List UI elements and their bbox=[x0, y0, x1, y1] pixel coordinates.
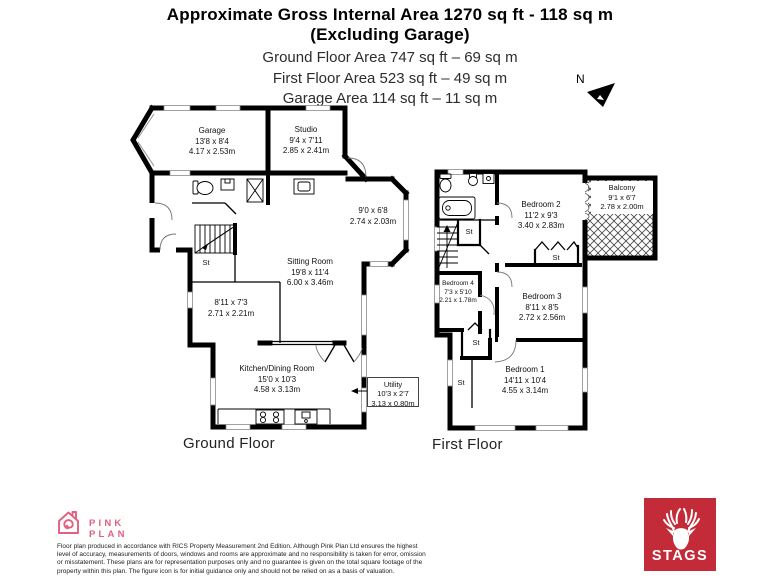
store-b-name: St bbox=[552, 253, 560, 262]
garage-area-text: Garage Area 114 sq ft – 11 sq m bbox=[282, 90, 498, 107]
north-label: N bbox=[576, 72, 585, 86]
room-label-bedroom2: Bedroom 2 11'2 x 9'3 3.40 x 2.83m bbox=[518, 200, 564, 232]
page-title-line1: Approximate Gross Internal Area 1270 sq … bbox=[166, 5, 614, 24]
bedroom1-dims-m: 4.55 x 3.14m bbox=[501, 386, 549, 395]
bedroom4-dims-ft: 7'3 x 5'10 bbox=[444, 288, 472, 296]
bedroom4-name: Bedroom 4 bbox=[442, 280, 474, 287]
room-label-bedroom3: Bedroom 3 8'11 x 8'5 2.72 x 2.56m bbox=[519, 292, 565, 324]
bedroom2-dims-m: 3.40 x 2.83m bbox=[517, 221, 565, 230]
north-arrow: N bbox=[570, 70, 620, 112]
page-title-line2: (Excluding Garage) bbox=[310, 25, 470, 44]
store-ground-name: St bbox=[202, 258, 210, 267]
sitting-room-dims-ft: 19'8 x 11'4 bbox=[291, 267, 329, 277]
room-label-kitchen: Kitchen/Dining Room 15'0 x 10'3 4.58 x 3… bbox=[239, 364, 314, 396]
ground-floor-drawing bbox=[130, 104, 410, 430]
room-label-garage: Garage 13'8 x 8'4 4.17 x 2.53m bbox=[189, 126, 235, 158]
kitchen-dims-ft: 15'0 x 10'3 bbox=[257, 374, 297, 384]
stags-brand-text: STAGS bbox=[651, 548, 709, 564]
bay-room-dims-m: 2.74 x 2.03m bbox=[349, 216, 397, 226]
room-label-balcony: Balcony 9'1 x 6'7 2.78 x 2.00m bbox=[598, 183, 646, 212]
bedroom1-name: Bedroom 1 bbox=[505, 365, 545, 374]
bedroom2-name: Bedroom 2 bbox=[521, 200, 561, 209]
store-c-name: St bbox=[472, 338, 480, 347]
studio-name: Studio bbox=[294, 125, 318, 134]
balcony-dims-m: 2.78 x 2.00m bbox=[600, 202, 644, 211]
ground-floor-plan: Garage 13'8 x 8'4 4.17 x 2.53m Studio 9'… bbox=[130, 100, 510, 450]
room-label-bedroom4: Bedroom 4 7'3 x 5'10 2.21 x 1.78m bbox=[439, 280, 477, 306]
room-label-bay-room: 9'0 x 6'8 2.74 x 2.03m bbox=[350, 206, 396, 227]
balcony-dims-ft: 9'1 x 6'7 bbox=[608, 192, 636, 202]
room-label-studio: Studio 9'4 x 7'11 2.85 x 2.41m bbox=[283, 125, 329, 157]
room-label-store-d: St bbox=[457, 378, 464, 389]
balcony-name: Balcony bbox=[608, 183, 636, 192]
room-label-store-c: St bbox=[472, 338, 479, 349]
utility-dims-ft: 10'3 x 2'7 bbox=[377, 389, 409, 399]
disclaimer-line2: level of accuracy, measurements of doors… bbox=[57, 551, 426, 559]
stags-logo: STAGS bbox=[644, 498, 716, 571]
side-room-dims-m: 2.71 x 2.21m bbox=[207, 308, 255, 318]
disclaimer-line3: or misstatement. These plans are for rep… bbox=[57, 559, 423, 567]
header: Approximate Gross Internal Area 1270 sq … bbox=[0, 5, 768, 110]
first-floor-plan: Bedroom 2 11'2 x 9'3 3.40 x 2.83m Balcon… bbox=[430, 165, 665, 440]
room-label-side-room: 8'11 x 7'3 2.71 x 2.21m bbox=[208, 298, 254, 319]
garage-name: Garage bbox=[198, 126, 226, 135]
store-a-name: St bbox=[465, 227, 473, 236]
pink-plan-logo: PINK PLAN bbox=[55, 508, 125, 540]
garage-dims-ft: 13'8 x 8'4 bbox=[195, 136, 229, 146]
kitchen-name: Kitchen/Dining Room bbox=[239, 364, 315, 373]
room-label-store-ground: St bbox=[202, 258, 209, 269]
studio-dims-m: 2.85 x 2.41m bbox=[282, 146, 330, 155]
area-summary: Ground Floor Area 747 sq ft – 69 sq m Fi… bbox=[0, 48, 768, 110]
bay-room-dims-ft: 9'0 x 6'8 bbox=[358, 206, 388, 215]
kitchen-dims-m: 4.58 x 3.13m bbox=[253, 385, 301, 394]
bedroom2-dims-ft: 11'2 x 9'3 bbox=[524, 210, 558, 220]
garage-dims-m: 4.17 x 2.53m bbox=[188, 147, 236, 156]
disclaimer-line1: Floor plan produced in accordance with R… bbox=[57, 543, 418, 550]
first-floor-label: First Floor bbox=[432, 436, 503, 453]
sitting-room-dims-m: 6.00 x 3.46m bbox=[286, 278, 334, 287]
room-label-bedroom1: Bedroom 1 14'11 x 10'4 4.55 x 3.14m bbox=[502, 365, 548, 397]
side-room-dims-ft: 8'11 x 7'3 bbox=[214, 298, 248, 307]
utility-dims-m: 3.13 x 0.80m bbox=[371, 398, 415, 408]
utility-name: Utility bbox=[383, 380, 403, 389]
bedroom4-dims-m: 2.21 x 1.78m bbox=[439, 297, 477, 304]
ground-floor-area-text: Ground Floor Area 747 sq ft – 69 sq m bbox=[262, 49, 518, 66]
stag-head-icon bbox=[663, 508, 700, 550]
bedroom3-dims-ft: 8'11 x 8'5 bbox=[525, 302, 559, 312]
ground-floor-label: Ground Floor bbox=[183, 435, 275, 452]
disclaimer-line4: property within this plan. The figure ic… bbox=[57, 567, 395, 575]
bedroom3-name: Bedroom 3 bbox=[522, 292, 562, 301]
room-label-store-a: St bbox=[465, 227, 472, 238]
pink-plan-brand-text: PINK PLAN bbox=[89, 518, 128, 540]
room-label-store-b: St bbox=[552, 253, 559, 264]
first-floor-area-text: First Floor Area 523 sq ft – 49 sq m bbox=[272, 69, 508, 87]
studio-dims-ft: 9'4 x 7'11 bbox=[289, 135, 323, 145]
bedroom3-dims-m: 2.72 x 2.56m bbox=[518, 313, 566, 322]
compass-arrow-icon bbox=[587, 83, 615, 107]
disclaimer-text: Floor plan produced in accordance with R… bbox=[57, 543, 477, 576]
room-label-utility: Utility 10'3 x 2'7 3.13 x 0.80m bbox=[367, 377, 419, 408]
sitting-room-name: Sitting Room bbox=[287, 257, 333, 266]
bedroom1-dims-ft: 14'11 x 10'4 bbox=[503, 375, 547, 385]
room-label-sitting-room: Sitting Room 19'8 x 11'4 6.00 x 3.46m bbox=[287, 257, 333, 289]
store-d-name: St bbox=[457, 378, 465, 387]
pink-plan-house-icon bbox=[58, 511, 79, 534]
